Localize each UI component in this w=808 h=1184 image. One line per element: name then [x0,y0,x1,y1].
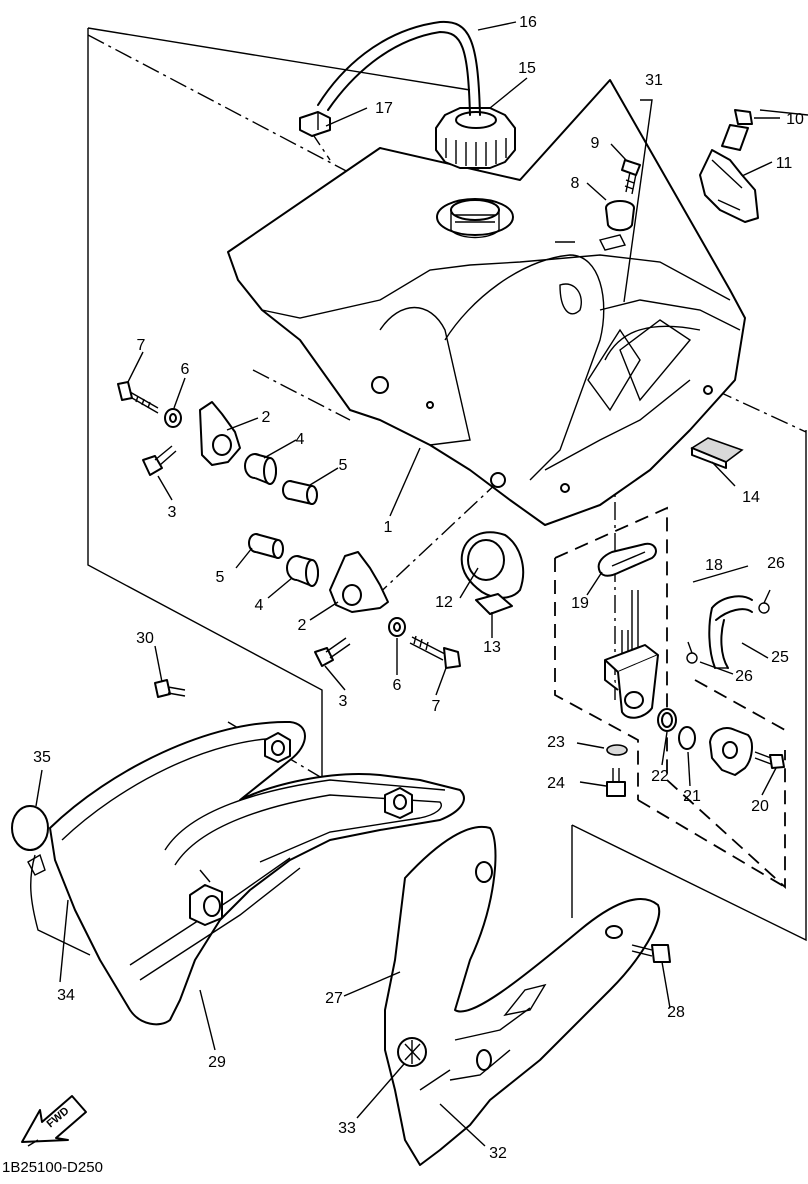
leader-lines [35,21,780,1147]
callout-15: 15 [518,60,536,77]
bolt-upper [117,381,159,414]
callout-9: 9 [591,135,600,152]
callout-3-lower: 3 [339,693,348,710]
rubber-damper [605,200,635,232]
callout-30: 30 [136,630,154,647]
decal-left [27,853,91,956]
diagram-code: 1B25100-D250 [2,1159,103,1176]
callout-26-lower: 26 [735,668,753,685]
o-ring-small [678,726,696,750]
bolt [721,109,753,151]
fuel-cap [435,107,516,169]
callout-2-lower: 2 [298,617,307,634]
callout-27: 27 [325,990,343,1007]
bolt-28 [631,944,671,963]
callout-4-lower: 4 [255,597,264,614]
side-cover-left [49,720,465,1026]
o-ring-large [657,708,677,732]
callout-12: 12 [435,594,453,611]
fuel-cock [604,590,659,719]
hose-clip-lower [686,641,698,664]
callout-4-upper: 4 [296,431,305,448]
callout-5-lower: 5 [216,569,225,586]
collar-upper [282,480,318,505]
washer-lower [388,617,406,637]
callout-23: 23 [547,734,565,751]
callout-28: 28 [667,1004,685,1021]
fuel-tank [227,79,746,526]
callout-13: 13 [483,639,501,656]
long-bolt-lower [409,635,461,669]
callout-33: 33 [338,1120,356,1137]
callout-10: 10 [786,111,804,128]
screw [621,159,641,195]
bracket-lower [329,551,389,613]
callout-20: 20 [751,798,769,815]
grommet-upper [244,453,277,485]
collar-lower [248,533,284,559]
screw-24 [606,768,626,797]
callout-26-upper: 26 [767,555,785,572]
bolt-lower-2 [314,637,351,667]
fwd-arrow: FWD [21,1095,87,1147]
gasket [597,542,657,577]
fuel-cock-assembly-box [554,506,786,890]
callout-34: 34 [57,987,75,1004]
bracket-upper [199,401,241,466]
callout-29: 29 [208,1054,226,1071]
lever [709,727,753,776]
washer-upper [164,408,182,428]
callout-1: 1 [384,519,393,536]
bolt-lower [142,445,177,476]
callout-5-upper: 5 [339,457,348,474]
callout-labels: 16 15 17 31 9 8 10 11 14 7 6 2 4 5 3 1 5… [33,14,804,1162]
callout-22: 22 [651,768,669,785]
callout-7-upper: 7 [137,337,146,354]
band [460,531,525,599]
fuel-hose [708,595,753,669]
tank-pad [690,437,744,469]
bolt-30 [154,679,186,698]
callout-16: 16 [519,14,537,31]
callout-2-upper: 2 [262,409,271,426]
callout-31: 31 [645,72,663,89]
holder [475,593,513,615]
callout-32: 32 [489,1145,507,1162]
callout-19: 19 [571,595,589,612]
hose-clip [299,111,331,137]
callout-14: 14 [742,489,760,506]
callout-35: 35 [33,749,51,766]
bracket [699,149,759,223]
lever-screw [754,751,785,769]
callout-18: 18 [705,557,723,574]
callout-8: 8 [571,175,580,192]
washer-23 [606,744,628,756]
callout-11: 11 [776,155,793,172]
callout-24: 24 [547,775,565,792]
grommet-lower [286,555,319,587]
side-cover-right [384,825,661,1166]
callout-25: 25 [771,649,789,666]
breather-hose [317,20,481,116]
callout-17: 17 [375,100,393,117]
callout-6-upper: 6 [181,361,190,378]
hose-clip-upper [758,589,771,614]
callout-21: 21 [683,788,701,805]
seal [11,805,49,851]
callout-6-lower: 6 [393,677,402,694]
callout-3-upper: 3 [168,504,177,521]
callout-7-lower: 7 [432,698,441,715]
